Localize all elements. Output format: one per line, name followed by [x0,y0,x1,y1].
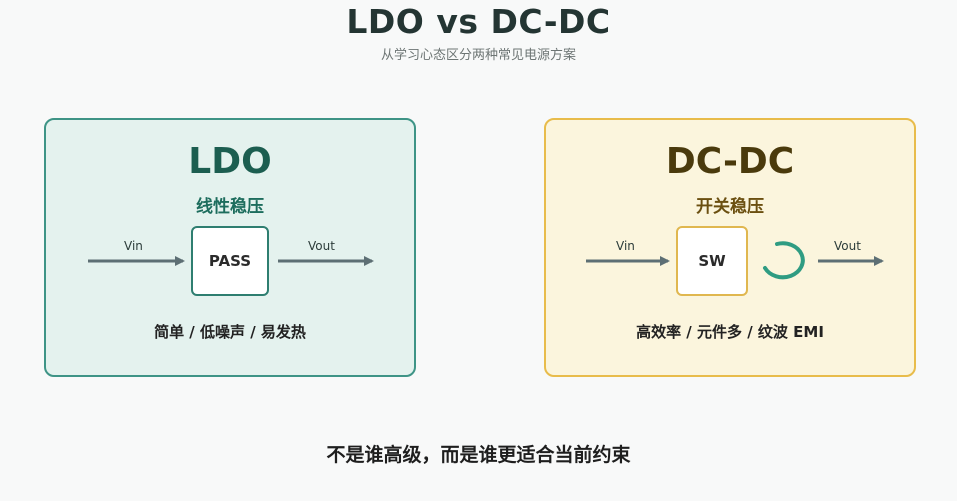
ldo-signal-path [88,256,374,266]
dcdc-vin-label: Vin [616,239,635,253]
dcdc-card-title: DC-DC [665,141,795,182]
dcdc-sw-block: SW [676,226,748,296]
dcdc-signal-path [586,241,884,280]
dcdc-card-subtitle: 开关稳压 [696,197,764,217]
ldo-card: LDO 线性稳压 Vin PASS Vout 简单 / 低噪声 / 易发热 [44,118,416,377]
dcdc-card-note: 高效率 / 元件多 / 纹波 EMI [636,323,824,341]
ldo-card-note: 简单 / 低噪声 / 易发热 [154,323,306,341]
ldo-card-title: LDO [188,141,272,182]
switching-loop-icon [763,241,805,280]
ldo-vin-label: Vin [124,239,143,253]
page-title: LDO vs DC-DC [346,2,611,41]
footer-conclusion: 不是谁高级，而是谁更适合当前约束 [326,444,631,466]
dcdc-card: DC-DC 开关稳压 Vin SW Vout 高效率 / 元件多 / 纹波 EM… [544,118,916,377]
page-subtitle: 从学习心态区分两种常见电源方案 [380,48,576,63]
ldo-pass-block: PASS [191,226,269,296]
dcdc-vout-label: Vout [834,239,861,253]
ldo-vout-label: Vout [308,239,335,253]
ldo-card-subtitle: 线性稳压 [196,197,264,217]
